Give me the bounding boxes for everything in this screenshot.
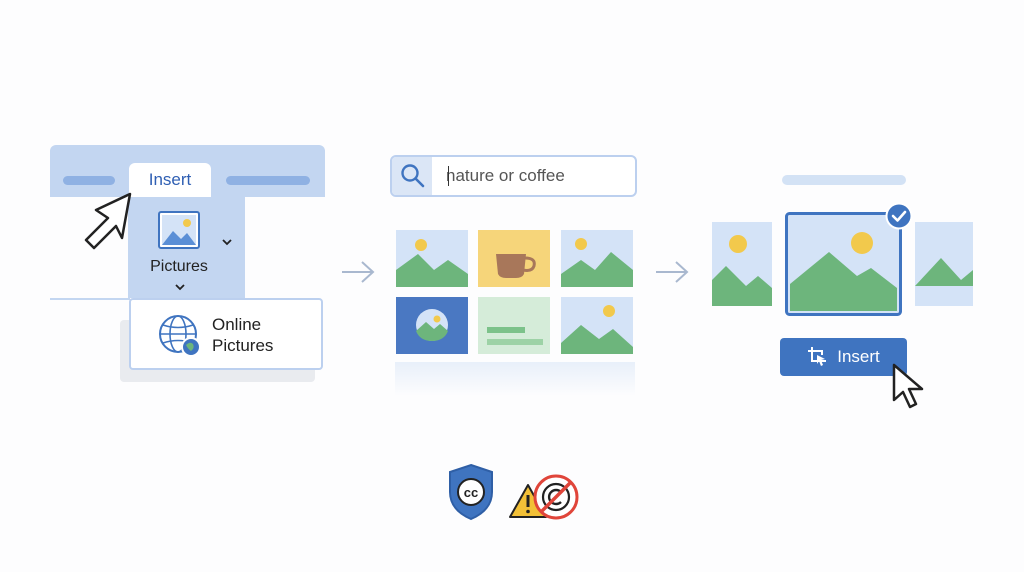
preview-image-previous[interactable]: [712, 222, 772, 306]
search-icon: [401, 164, 425, 188]
ribbon-divider: [50, 298, 130, 300]
landscape-image-icon: [561, 230, 633, 287]
preview-header-bar: [782, 175, 906, 185]
text-caret: [448, 166, 449, 186]
tab-insert[interactable]: Insert: [129, 163, 211, 197]
picture-icon: [158, 211, 200, 249]
coffee-cup-icon: [478, 230, 550, 287]
image-thumbnail[interactable]: [396, 297, 468, 354]
tab-insert-label: Insert: [148, 170, 192, 189]
no-copyright-icon: [533, 474, 579, 520]
image-thumbnail[interactable]: [478, 230, 550, 287]
preview-image-next[interactable]: [915, 222, 973, 306]
image-thumbnail[interactable]: [396, 230, 468, 287]
chevron-down-icon[interactable]: [222, 238, 232, 246]
image-thumbnail[interactable]: [561, 297, 633, 354]
mouse-cursor-icon: [84, 192, 132, 250]
online-pictures-label: Online Pictures: [212, 315, 274, 355]
landscape-image-icon: [915, 222, 973, 306]
arrow-right-icon: [342, 261, 375, 283]
search-input[interactable]: [446, 165, 626, 187]
ribbon-tab-placeholder[interactable]: [63, 176, 115, 185]
creative-commons-shield-icon: cc: [449, 463, 493, 521]
pictures-label: Pictures: [150, 258, 208, 275]
search-button[interactable]: [392, 157, 432, 195]
mouse-cursor-icon: [892, 363, 924, 409]
image-thumbnail[interactable]: [478, 297, 550, 354]
landscape-image-icon: [785, 212, 902, 316]
preview-image-selected[interactable]: [785, 212, 902, 316]
globe-icon: [159, 315, 201, 357]
image-thumbnail[interactable]: [561, 230, 633, 287]
thumbnail-reflection: [395, 362, 635, 396]
text-card-image-icon: [478, 297, 550, 354]
insert-button[interactable]: Insert: [780, 338, 907, 376]
landscape-image-icon: [561, 297, 633, 354]
insert-button-label: Insert: [837, 347, 880, 366]
arrow-right-icon: [656, 261, 689, 283]
landscape-image-icon: [712, 222, 772, 306]
chevron-down-icon[interactable]: [175, 283, 185, 291]
circle-landscape-image-icon: [396, 297, 468, 354]
crop-insert-icon: [808, 347, 827, 366]
ribbon-tab-placeholder[interactable]: [226, 176, 310, 185]
svg-text:cc: cc: [464, 485, 478, 500]
landscape-image-icon: [396, 230, 468, 287]
check-icon: [885, 202, 913, 230]
